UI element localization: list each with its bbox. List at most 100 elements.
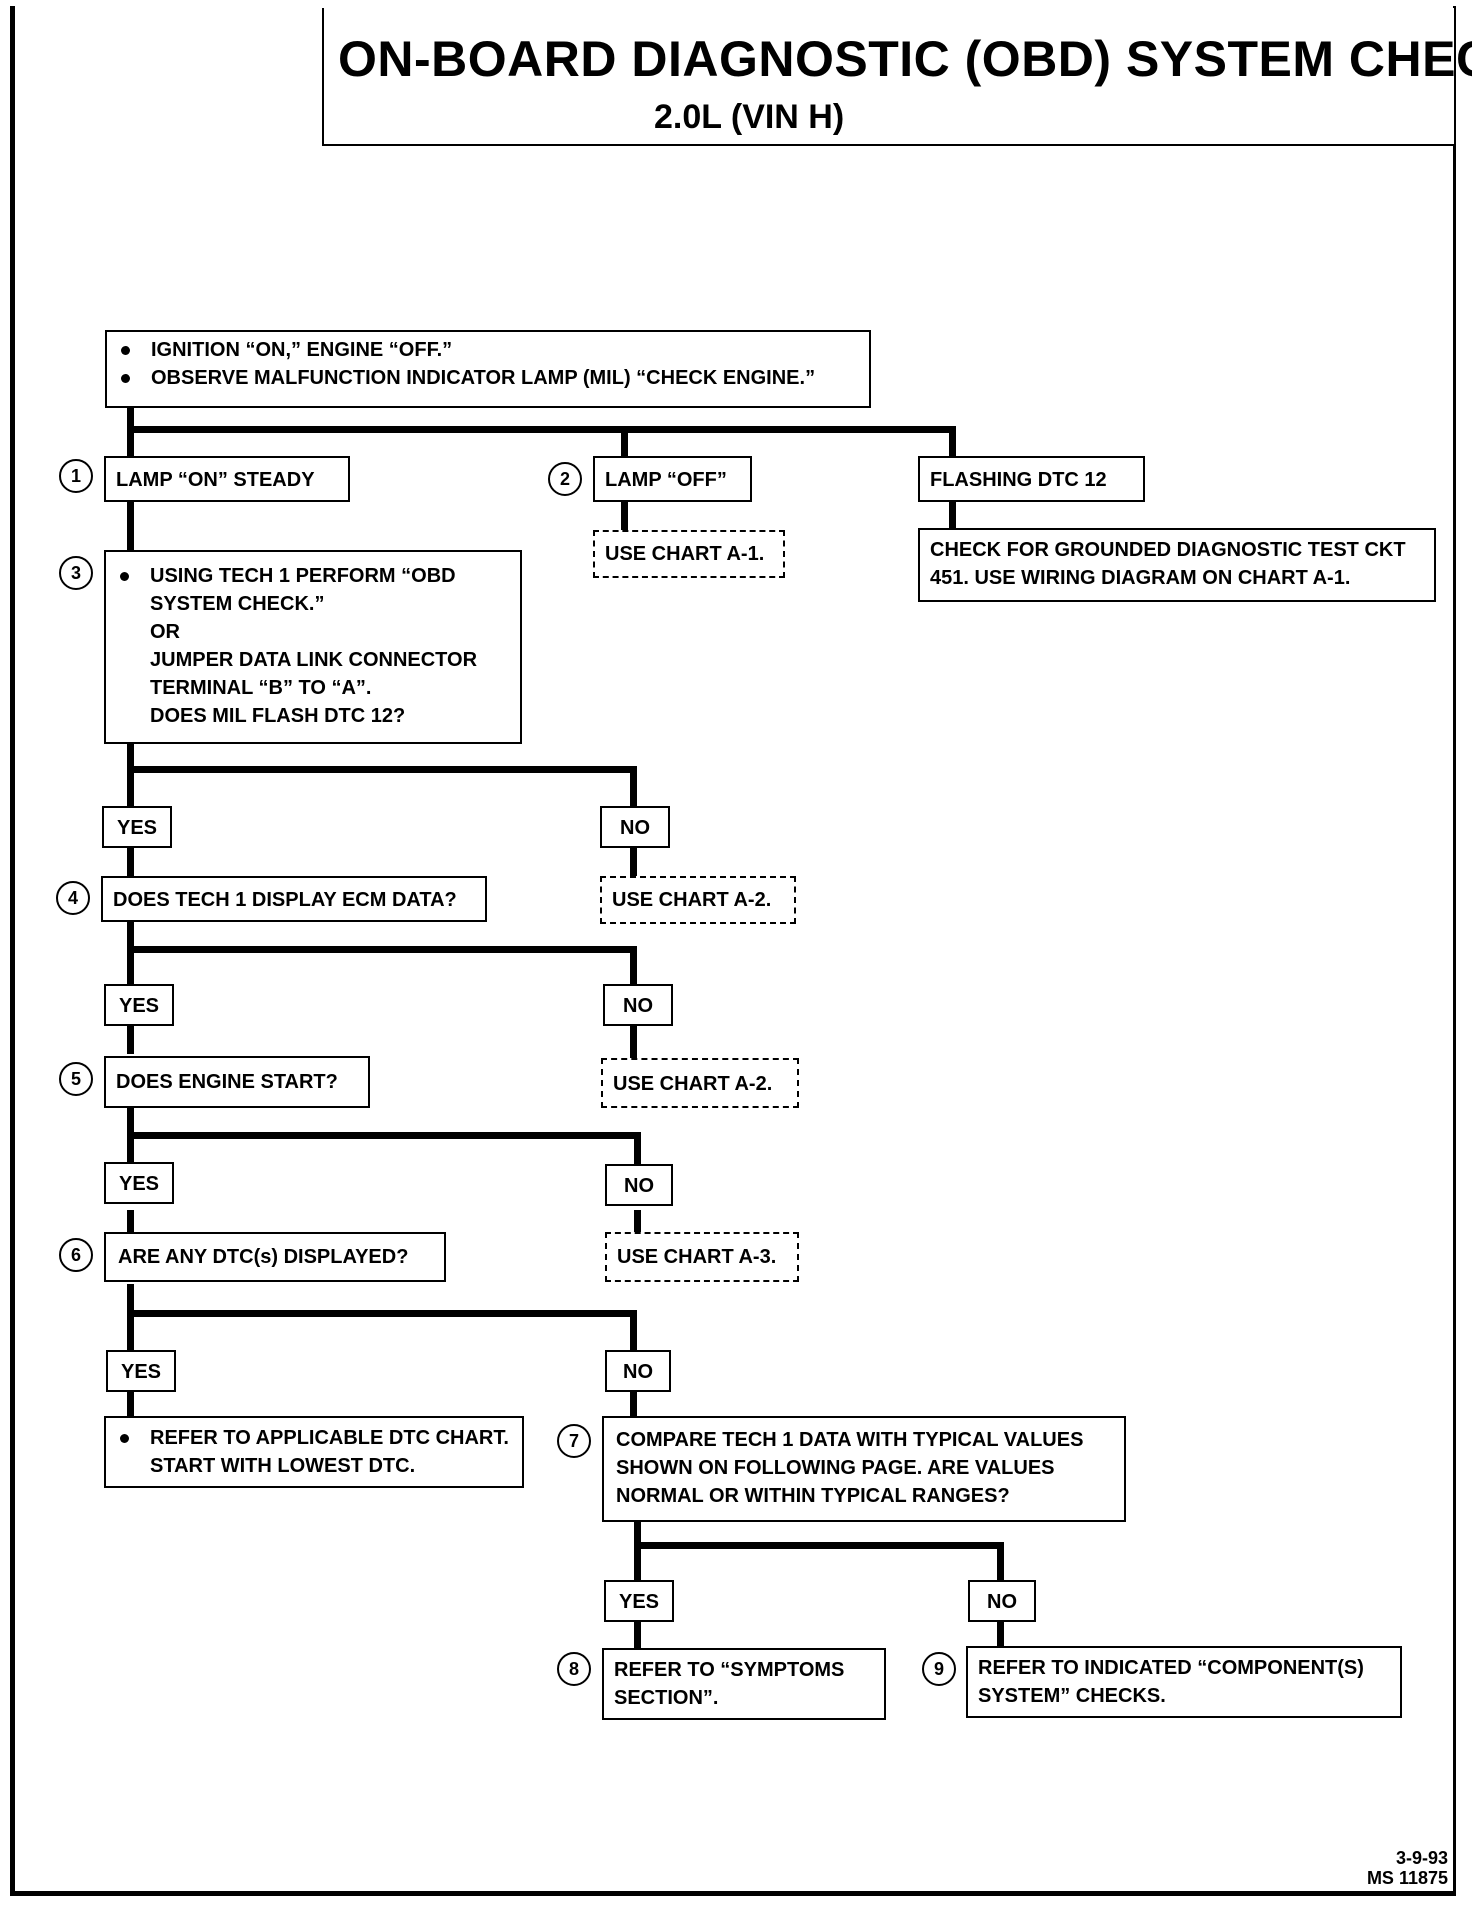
connector <box>634 1210 641 1244</box>
connector <box>630 846 637 876</box>
step6-text: ARE ANY DTC(s) DISPLAYED? <box>118 1246 409 1268</box>
step6-box: ARE ANY DTC(s) DISPLAYED? <box>104 1232 446 1282</box>
step1-text: LAMP “ON” STEADY <box>116 469 315 491</box>
connector <box>127 846 134 876</box>
connector <box>127 404 134 468</box>
page-subtitle: 2.0L (VIN H) <box>654 98 845 136</box>
step2-action-box: USE CHART A-1. <box>593 530 785 578</box>
connector <box>949 500 956 530</box>
footer: 3-9-93 MS 11875 <box>1367 1848 1448 1888</box>
step3-box: USING TECH 1 PERFORM “OBD SYSTEM CHECK.”… <box>104 550 522 744</box>
step2-action-text: USE CHART A-1. <box>605 543 765 565</box>
step4-yes-label: YES <box>104 984 174 1026</box>
step-number-2: 2 <box>548 462 582 496</box>
connector <box>127 742 134 810</box>
connector <box>634 1542 1004 1549</box>
step3-line-4: JUMPER DATA LINK CONNECTOR <box>150 649 478 671</box>
connector <box>127 500 134 552</box>
connector <box>630 1386 637 1420</box>
connector <box>997 1542 1004 1582</box>
connector <box>127 1284 134 1352</box>
connector <box>634 1620 641 1650</box>
footer-date: 3-9-93 <box>1395 1848 1448 1868</box>
step5-yes-label: YES <box>104 1162 174 1204</box>
connector <box>127 946 637 953</box>
connector <box>997 1620 1004 1650</box>
step3-line-3: OR <box>150 621 180 643</box>
step3-line-1: USING TECH 1 PERFORM “OBD <box>116 562 510 590</box>
step3-line-2: SYSTEM CHECK.” <box>150 593 325 615</box>
step9-box: REFER TO INDICATED “COMPONENT(S) SYSTEM”… <box>966 1646 1402 1718</box>
step9-line-2: SYSTEM” CHECKS. <box>978 1685 1166 1707</box>
connector <box>127 1108 134 1176</box>
step7-yes-label: YES <box>604 1580 674 1622</box>
step3-line-5: TERMINAL “B” TO “A”. <box>150 677 372 699</box>
step8-line-1: REFER TO “SYMPTOMS <box>614 1659 845 1681</box>
step-number-5: 5 <box>59 1062 93 1096</box>
step4-no-label: NO <box>603 984 673 1026</box>
step2-box: LAMP “OFF” <box>593 456 752 502</box>
step7-box: COMPARE TECH 1 DATA WITH TYPICAL VALUES … <box>602 1416 1126 1522</box>
connector <box>127 1210 134 1240</box>
step7-line-2: SHOWN ON FOLLOWING PAGE. ARE VALUES <box>616 1457 1055 1479</box>
step7-line-1: COMPARE TECH 1 DATA WITH TYPICAL VALUES <box>616 1429 1084 1451</box>
flashing-text: FLASHING DTC 12 <box>930 469 1107 491</box>
connector <box>127 1024 134 1054</box>
step5-no-action-box: USE CHART A-2. <box>601 1058 799 1108</box>
step5-box: DOES ENGINE START? <box>104 1056 370 1108</box>
step-number-6: 6 <box>59 1238 93 1272</box>
page-frame <box>10 6 1456 1896</box>
step8-box: REFER TO “SYMPTOMS SECTION”. <box>602 1648 886 1720</box>
connector <box>630 1024 637 1058</box>
step-number-7: 7 <box>557 1424 591 1458</box>
page-title: ON-BOARD DIAGNOSTIC (OBD) SYSTEM CHECK <box>338 31 1472 87</box>
step-number-4: 4 <box>56 881 90 915</box>
step4-box: DOES TECH 1 DISPLAY ECM DATA? <box>101 876 487 922</box>
connector <box>127 1132 641 1139</box>
connector <box>127 1310 637 1317</box>
step9-line-1: REFER TO INDICATED “COMPONENT(S) <box>978 1657 1364 1679</box>
step6-yes-label: YES <box>106 1350 176 1392</box>
connector <box>127 920 134 988</box>
step4-no-action-text: USE CHART A-2. <box>612 889 772 911</box>
step5-text: DOES ENGINE START? <box>116 1071 338 1093</box>
step5-no-action-text: USE CHART A-2. <box>613 1073 773 1095</box>
step3-yes-label: YES <box>102 806 172 848</box>
step4-no-action-box: USE CHART A-2. <box>600 876 796 924</box>
step4-text: DOES TECH 1 DISPLAY ECM DATA? <box>113 889 457 911</box>
start-bullet-2: OBSERVE MALFUNCTION INDICATOR LAMP (MIL)… <box>117 364 859 392</box>
dtc-refer-box: REFER TO APPLICABLE DTC CHART. START WIT… <box>104 1416 524 1488</box>
step7-line-3: NORMAL OR WITHIN TYPICAL RANGES? <box>616 1485 1010 1507</box>
connector <box>127 426 956 433</box>
step7-no-label: NO <box>968 1580 1036 1622</box>
flashing-box: FLASHING DTC 12 <box>918 456 1145 502</box>
dtc-refer-line-2: START WITH LOWEST DTC. <box>150 1455 416 1477</box>
connector <box>630 766 637 810</box>
flashing-action-box: CHECK FOR GROUNDED DIAGNOSTIC TEST CKT 4… <box>918 528 1436 602</box>
step8-line-2: SECTION”. <box>614 1687 719 1709</box>
step-number-8: 8 <box>557 1652 591 1686</box>
step3-no-label: NO <box>600 806 670 848</box>
title-block: ON-BOARD DIAGNOSTIC (OBD) SYSTEM CHECK 2… <box>322 8 1472 146</box>
step6-no-action-text: USE CHART A-3. <box>617 1246 777 1268</box>
connector <box>630 1310 637 1352</box>
step3-line-6: DOES MIL FLASH DTC 12? <box>150 705 406 727</box>
step1-box: LAMP “ON” STEADY <box>104 456 350 502</box>
start-box: IGNITION “ON,” ENGINE “OFF.” OBSERVE MAL… <box>105 330 871 408</box>
step6-no-label: NO <box>605 1350 671 1392</box>
start-bullet-1: IGNITION “ON,” ENGINE “OFF.” <box>117 336 859 364</box>
step5-no-label: NO <box>605 1164 673 1206</box>
step-number-1: 1 <box>59 459 93 493</box>
footer-code: MS 11875 <box>1366 1868 1448 1888</box>
connector <box>634 1132 641 1176</box>
connector <box>621 426 628 468</box>
connector <box>127 1386 134 1420</box>
step-number-3: 3 <box>59 556 93 590</box>
dtc-refer-line-1: REFER TO APPLICABLE DTC CHART. <box>116 1424 512 1452</box>
step6-no-action-box: USE CHART A-3. <box>605 1232 799 1282</box>
flashing-action-line-2: 451. USE WIRING DIAGRAM ON CHART A-1. <box>930 567 1351 589</box>
connector <box>127 766 637 773</box>
flashing-action-line-1: CHECK FOR GROUNDED DIAGNOSTIC TEST CKT <box>930 539 1406 561</box>
step-number-9: 9 <box>922 1652 956 1686</box>
connector <box>630 946 637 988</box>
